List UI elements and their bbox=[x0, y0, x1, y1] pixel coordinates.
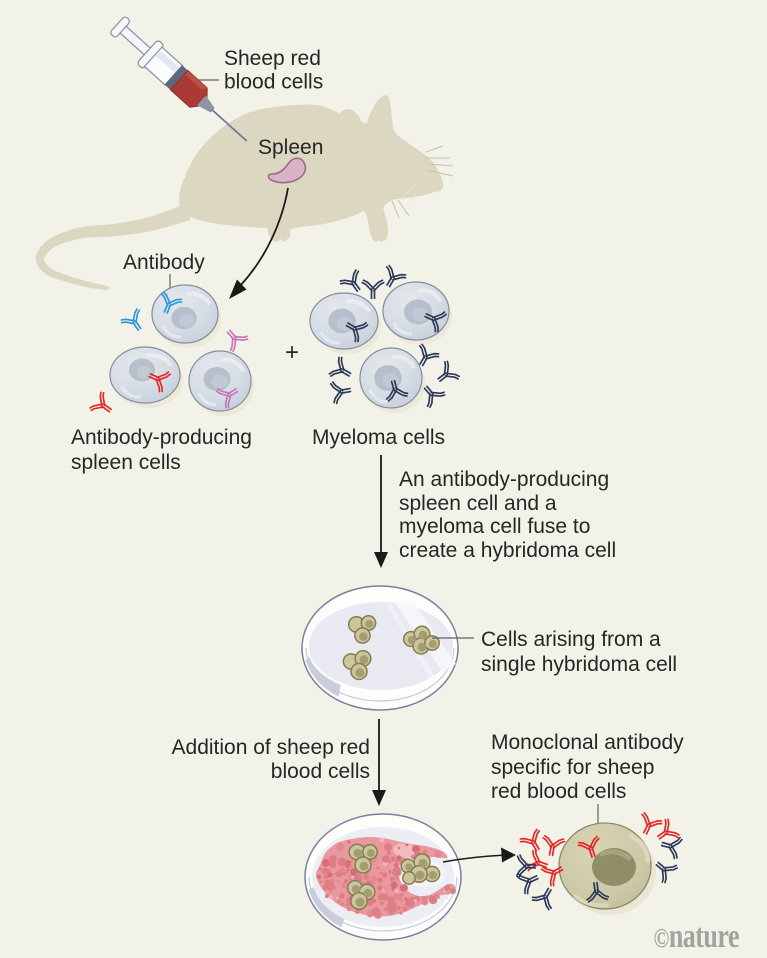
svg-text:spleen cell and a: spleen cell and a bbox=[399, 492, 557, 515]
svg-text:Antibody: Antibody bbox=[123, 251, 205, 274]
svg-text:Cells arising from a: Cells arising from a bbox=[481, 628, 661, 651]
svg-text:create a hybridoma cell: create a hybridoma cell bbox=[399, 539, 616, 562]
svg-text:+: + bbox=[285, 339, 299, 366]
svg-text:Addition of sheep red: Addition of sheep red bbox=[172, 736, 370, 759]
svg-text:single hybridoma cell: single hybridoma cell bbox=[481, 653, 677, 676]
svg-text:Myeloma cells: Myeloma cells bbox=[312, 426, 445, 449]
svg-text:An antibody-producing: An antibody-producing bbox=[399, 468, 609, 491]
svg-text:©nature: ©nature bbox=[654, 917, 740, 955]
svg-text:red blood cells: red blood cells bbox=[491, 780, 626, 803]
svg-text:spleen cells: spleen cells bbox=[71, 451, 181, 474]
svg-text:myeloma cell fuse to: myeloma cell fuse to bbox=[399, 515, 590, 538]
svg-text:Sheep red: Sheep red bbox=[224, 47, 321, 70]
svg-text:Antibody-producing: Antibody-producing bbox=[71, 426, 252, 449]
svg-text:Monoclonal antibody: Monoclonal antibody bbox=[491, 731, 684, 754]
svg-text:blood cells: blood cells bbox=[271, 760, 370, 783]
svg-text:specific for sheep: specific for sheep bbox=[491, 756, 654, 779]
svg-text:blood cells: blood cells bbox=[224, 71, 323, 94]
svg-text:Spleen: Spleen bbox=[258, 136, 323, 159]
